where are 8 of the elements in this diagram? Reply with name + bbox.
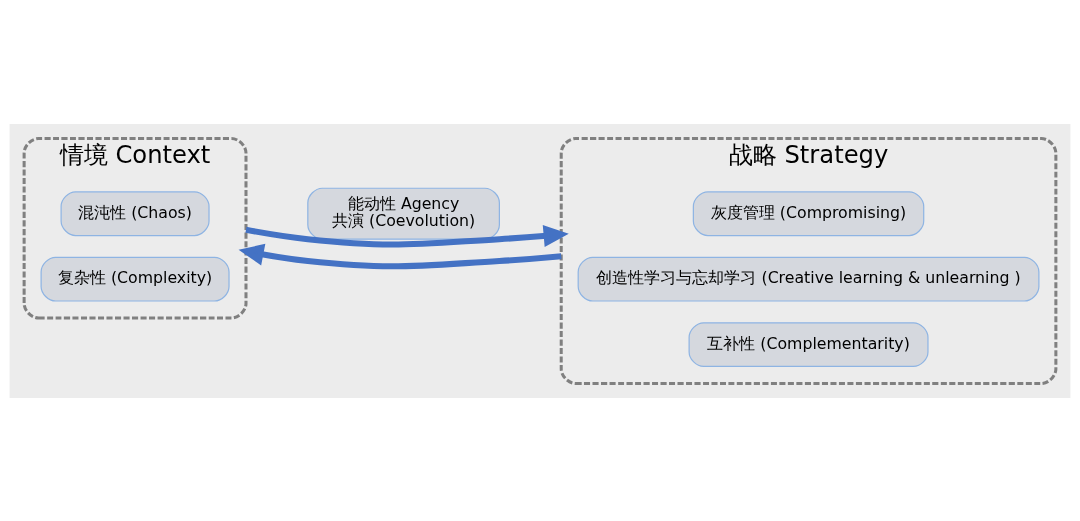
node-box: 互补性 (Complementarity): [688, 321, 929, 367]
arrow: [245, 224, 569, 247]
node-box: 复杂性 (Complexity): [40, 256, 230, 302]
node-box: 创造性学习与忘却学习 (Creative learning & unlearning ): [577, 256, 1040, 302]
arrow: [238, 243, 562, 269]
node-box: 能动性 Agency 共演 (Coevolution): [307, 187, 500, 240]
node-box: 混沌性 (Chaos): [60, 190, 210, 236]
node-box: 灰度管理 (Compromising): [692, 190, 925, 236]
